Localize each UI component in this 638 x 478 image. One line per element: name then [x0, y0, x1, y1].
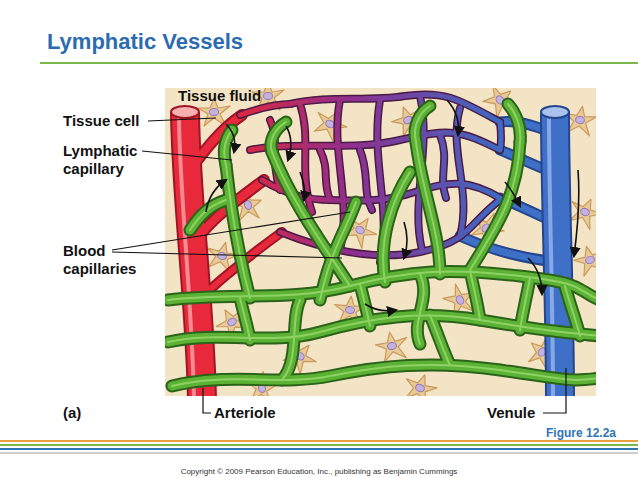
leader-line — [543, 368, 566, 413]
lymphatic-highlight — [168, 104, 596, 386]
footer-stripe — [0, 444, 638, 446]
tissue-cell — [374, 329, 410, 362]
part-label: Tissue cell — [63, 112, 173, 130]
venule-highlight — [549, 118, 553, 396]
arteriole-opening — [171, 106, 199, 118]
footer-stripe — [0, 448, 638, 450]
arteriole-highlight — [179, 118, 194, 396]
venule-wall — [555, 112, 560, 396]
tissue-cell — [309, 104, 351, 144]
flow-arrow — [574, 170, 579, 256]
venule-opening — [541, 106, 569, 118]
flow-arrow — [404, 222, 407, 258]
tissue-panel — [165, 88, 596, 396]
leader-line — [112, 212, 350, 250]
leader-line — [112, 252, 342, 258]
slide-title: Lymphatic Vessels — [47, 33, 243, 51]
leader-line — [142, 151, 232, 160]
flow-arrow — [206, 180, 226, 212]
tissue-cells — [198, 88, 596, 396]
part-label: Arteriole — [214, 404, 314, 422]
flow-arrow — [528, 258, 542, 294]
footer-stripes — [0, 441, 638, 453]
lymphatic-network — [168, 104, 596, 386]
lymphatic-lumen — [168, 104, 596, 386]
flow-arrow — [365, 304, 396, 311]
part-label: Blood capillaries — [63, 242, 163, 278]
title-rule — [40, 62, 638, 64]
flow-arrow — [505, 182, 520, 206]
arteriole-branch — [190, 115, 242, 170]
flow-arrow — [447, 100, 459, 135]
flow-arrow — [300, 172, 305, 200]
footer-stripe — [0, 440, 638, 442]
panel-letter: (a) — [63, 404, 103, 422]
tissue-cell — [400, 369, 440, 396]
footer-stripe — [0, 453, 638, 454]
part-label: Venule — [487, 404, 557, 422]
lymphatic-outline — [168, 104, 596, 386]
leader-line — [203, 388, 211, 413]
venule-lumen — [555, 112, 560, 396]
leader-lines — [112, 118, 566, 413]
flow-arrows — [206, 100, 579, 311]
figure-caption: Figure 12.2a — [546, 424, 616, 442]
part-label: Tissue fluid — [178, 87, 308, 105]
copyright-note: Copyright © 2009 Pearson Education, Inc.… — [0, 463, 638, 478]
leader-line — [148, 118, 216, 121]
flow-arrow — [286, 126, 291, 160]
part-label: Lymphatic capillary — [63, 142, 163, 178]
flow-arrow — [226, 124, 235, 152]
